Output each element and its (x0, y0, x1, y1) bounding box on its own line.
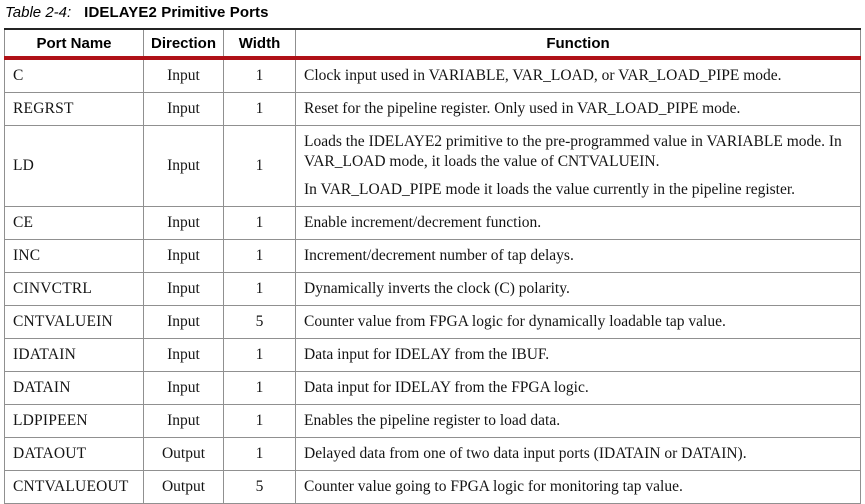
header-row: Port Name Direction Width Function (4, 29, 861, 58)
direction-cell: Input (143, 206, 224, 240)
function-paragraph: Data input for IDELAY from the FPGA logi… (304, 379, 589, 396)
port-name-cell: LDPIPEEN (4, 404, 144, 438)
function-cell: Reset for the pipeline register. Only us… (295, 92, 861, 126)
function-cell: Data input for IDELAY from the IBUF. (295, 338, 861, 372)
port-name-cell: CE (4, 206, 144, 240)
port-name-cell: IDATAIN (4, 338, 144, 372)
function-cell: Enables the pipeline register to load da… (295, 404, 861, 438)
function-cell: Delayed data from one of two data input … (295, 437, 861, 471)
table-caption: Table 2-4: IDELAYE2 Primitive Ports (5, 4, 861, 22)
port-name-cell: CNTVALUEIN (4, 305, 144, 339)
direction-cell: Input (143, 57, 224, 93)
function-paragraph: Enable increment/decrement function. (304, 214, 542, 231)
width-cell: 5 (223, 305, 296, 339)
direction-cell: Input (143, 92, 224, 126)
table-row: CNTVALUEOUT Output 5 Counter value going… (4, 470, 861, 504)
table-row: C Input 1 Clock input used in VARIABLE, … (4, 57, 861, 93)
function-cell: Counter value from FPGA logic for dynami… (295, 305, 861, 339)
table-row: INC Input 1 Increment/decrement number o… (4, 239, 861, 273)
table-row: DATAIN Input 1 Data input for IDELAY fro… (4, 371, 861, 405)
width-cell: 1 (223, 437, 296, 471)
direction-cell: Input (143, 125, 224, 207)
table-row: REGRST Input 1 Reset for the pipeline re… (4, 92, 861, 126)
port-name-cell: CNTVALUEOUT (4, 470, 144, 504)
port-name-cell: INC (4, 239, 144, 273)
port-name-cell: C (4, 57, 144, 93)
table-row: LDPIPEEN Input 1 Enables the pipeline re… (4, 404, 861, 438)
function-paragraph: Counter value from FPGA logic for dynami… (304, 313, 726, 330)
function-paragraph: Delayed data from one of two data input … (304, 445, 747, 462)
direction-cell: Input (143, 404, 224, 438)
table-row: CINVCTRL Input 1 Dynamically inverts the… (4, 272, 861, 306)
table-body: C Input 1 Clock input used in VARIABLE, … (4, 57, 861, 504)
direction-cell: Input (143, 371, 224, 405)
port-name-cell: DATAIN (4, 371, 144, 405)
direction-cell: Output (143, 437, 224, 471)
direction-cell: Input (143, 338, 224, 372)
width-cell: 1 (223, 92, 296, 126)
header-width: Width (223, 29, 296, 58)
width-cell: 1 (223, 272, 296, 306)
function-paragraph: Counter value going to FPGA logic for mo… (304, 478, 683, 495)
table-caption-title: IDELAYE2 Primitive Ports (84, 4, 269, 21)
table-header: Port Name Direction Width Function (4, 29, 861, 58)
ports-table: Port Name Direction Width Function C Inp… (4, 28, 861, 504)
width-cell: 1 (223, 125, 296, 207)
header-function: Function (295, 29, 861, 58)
table-row: CNTVALUEIN Input 5 Counter value from FP… (4, 305, 861, 339)
port-name-cell: REGRST (4, 92, 144, 126)
port-name-cell: DATAOUT (4, 437, 144, 471)
width-cell: 1 (223, 404, 296, 438)
width-cell: 1 (223, 371, 296, 405)
function-cell: Clock input used in VARIABLE, VAR_LOAD, … (295, 57, 861, 93)
function-paragraph: Loads the IDELAYE2 primitive to the pre-… (304, 133, 842, 170)
function-paragraph: Enables the pipeline register to load da… (304, 412, 561, 429)
function-paragraph: Data input for IDELAY from the IBUF. (304, 346, 550, 363)
function-paragraph: Reset for the pipeline register. Only us… (304, 100, 741, 117)
direction-cell: Output (143, 470, 224, 504)
width-cell: 1 (223, 206, 296, 240)
table-row: CE Input 1 Enable increment/decrement fu… (4, 206, 861, 240)
function-cell: Increment/decrement number of tap delays… (295, 239, 861, 273)
function-paragraph: Increment/decrement number of tap delays… (304, 247, 574, 264)
table-caption-number: Table 2-4: (5, 4, 72, 21)
function-paragraph: Dynamically inverts the clock (C) polari… (304, 280, 570, 297)
function-paragraph: Clock input used in VARIABLE, VAR_LOAD, … (304, 67, 782, 84)
port-name-cell: CINVCTRL (4, 272, 144, 306)
direction-cell: Input (143, 305, 224, 339)
width-cell: 1 (223, 57, 296, 93)
function-cell: Data input for IDELAY from the FPGA logi… (295, 371, 861, 405)
header-port-name: Port Name (4, 29, 144, 58)
header-direction: Direction (143, 29, 224, 58)
table-row: LD Input 1 Loads the IDELAYE2 primitive … (4, 125, 861, 207)
table-row: IDATAIN Input 1 Data input for IDELAY fr… (4, 338, 861, 372)
direction-cell: Input (143, 239, 224, 273)
width-cell: 5 (223, 470, 296, 504)
function-cell: Dynamically inverts the clock (C) polari… (295, 272, 861, 306)
function-cell: Counter value going to FPGA logic for mo… (295, 470, 861, 504)
width-cell: 1 (223, 338, 296, 372)
function-cell: Loads the IDELAYE2 primitive to the pre-… (295, 125, 861, 207)
width-cell: 1 (223, 239, 296, 273)
function-cell: Enable increment/decrement function. (295, 206, 861, 240)
table-row: DATAOUT Output 1 Delayed data from one o… (4, 437, 861, 471)
direction-cell: Input (143, 272, 224, 306)
function-paragraph: In VAR_LOAD_PIPE mode it loads the value… (304, 181, 796, 198)
port-name-cell: LD (4, 125, 144, 207)
